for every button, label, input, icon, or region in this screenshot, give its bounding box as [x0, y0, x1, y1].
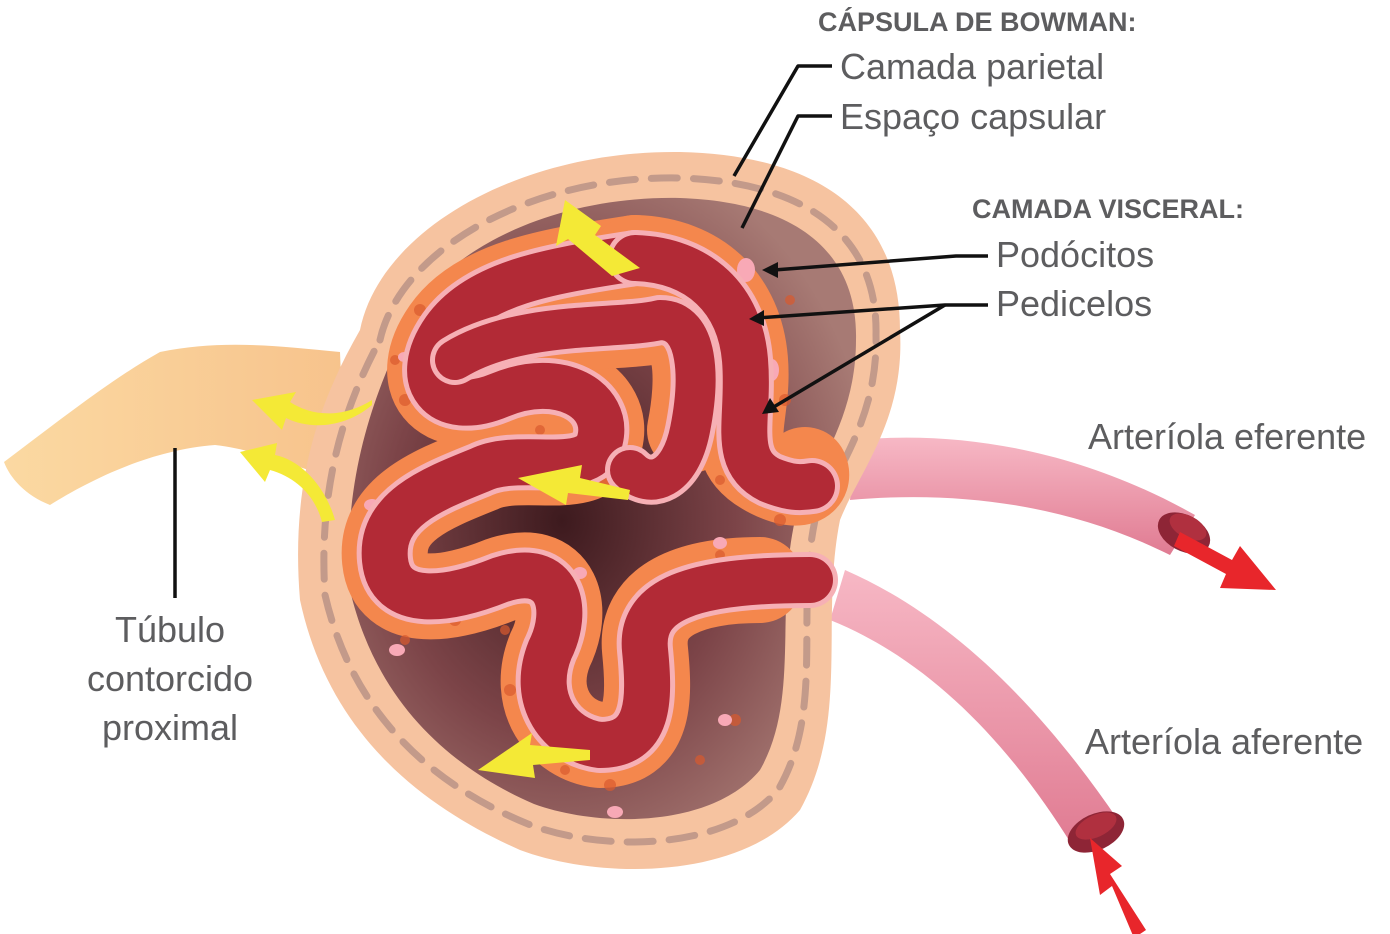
- efferent-arteriole: [850, 437, 1211, 555]
- pointer-arrowheads: [749, 262, 779, 414]
- label-pedicelos: Pedicelos: [996, 283, 1152, 324]
- label-arteriola-aferente: Arteríola aferente: [1085, 721, 1363, 762]
- label-tubulo-line3: proximal: [102, 707, 238, 748]
- afferent-arteriole: [830, 570, 1125, 853]
- glomerular-capillaries: [356, 230, 840, 773]
- blood-flow-arrows: [1090, 532, 1276, 934]
- label-podocitos: Podócitos: [996, 234, 1154, 275]
- proximal-tubule: [4, 344, 345, 505]
- filtrate-arrows: [240, 200, 640, 778]
- label-arteriola-eferente: Arteríola eferente: [1088, 416, 1366, 457]
- label-camada-parietal: Camada parietal: [840, 46, 1104, 87]
- label-tubulo-line1: Túbulo: [115, 609, 225, 650]
- header-camada-visceral: CAMADA VISCERAL:: [972, 194, 1244, 224]
- pointer-lines: [173, 64, 988, 598]
- label-tubulo-line2: contorcido: [87, 658, 253, 699]
- header-capsula-bowman: CÁPSULA DE BOWMAN:: [818, 6, 1136, 37]
- label-espaco-capsular: Espaço capsular: [840, 96, 1106, 137]
